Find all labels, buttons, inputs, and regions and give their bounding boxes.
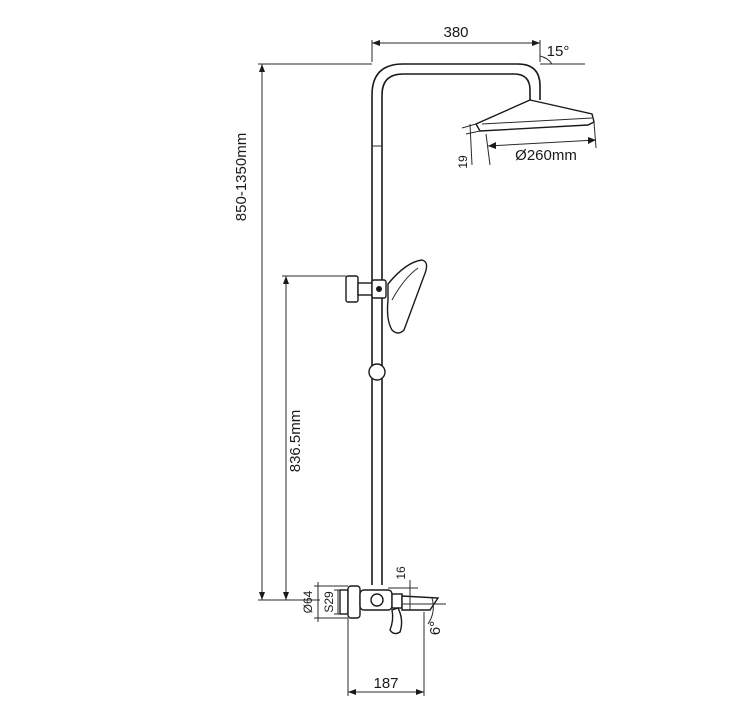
dimension-head-angle: 15° <box>539 43 585 65</box>
shower-riser-and-arm <box>371 63 541 585</box>
overhead-shower-head <box>475 99 595 132</box>
mixer-socket-label: S29 <box>322 591 336 613</box>
head-thickness-label: 19 <box>456 155 470 169</box>
mixer-projection-label: 187 <box>373 675 398 692</box>
spout-angle-label: 6° <box>427 621 444 635</box>
mixer-diameter-label: Ø64 <box>301 590 315 613</box>
total-height-label: 850-1350mm <box>233 133 250 221</box>
dimension-mixer-size: Ø64 S29 <box>301 582 348 622</box>
dimension-spout-offset: 16 <box>388 566 418 610</box>
hand-shower-assembly <box>345 259 428 381</box>
dimension-total-height: 850-1350mm <box>233 63 372 601</box>
dimension-spout-angle: 6° <box>402 597 446 635</box>
holder-height-label: 836.5mm <box>287 410 304 473</box>
dimension-holder-height: 836.5mm <box>282 275 346 600</box>
spout-offset-label: 16 <box>394 566 408 580</box>
head-diameter-label: Ø260mm <box>515 147 577 164</box>
dimension-mixer-projection: 187 <box>347 612 425 696</box>
dimension-arm-length: 380 <box>371 24 541 62</box>
mixer-valve <box>339 585 440 635</box>
head-angle-label: 15° <box>547 43 570 60</box>
arm-length-label: 380 <box>443 24 468 41</box>
dimension-head-size: 19 Ø260mm <box>456 121 597 169</box>
